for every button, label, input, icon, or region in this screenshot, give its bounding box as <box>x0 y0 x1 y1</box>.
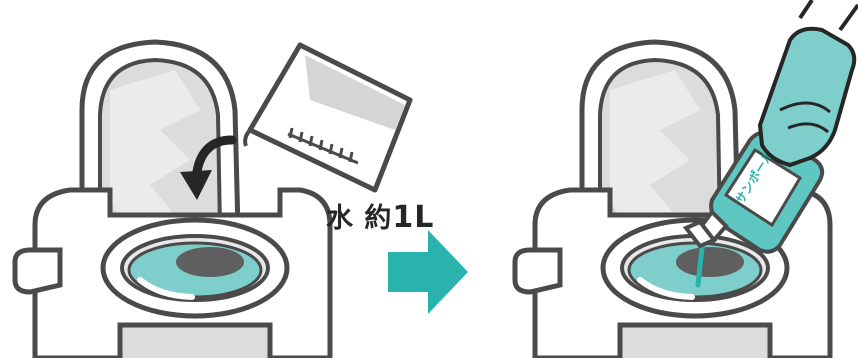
toilet-side-handle <box>15 250 60 292</box>
water-amount-label: 水 約1L <box>326 196 434 235</box>
right-arrow-icon <box>388 230 468 314</box>
bowl-drain <box>176 247 244 277</box>
toilet-base <box>120 325 270 358</box>
glove-cuff-line <box>800 0 812 18</box>
cup-spout <box>245 130 250 146</box>
bowl-drain <box>676 247 744 277</box>
measuring-cup <box>245 45 410 190</box>
water-amount-value: 1L <box>392 200 434 235</box>
glove-hand <box>760 29 854 165</box>
glove-cuff-line <box>840 5 858 30</box>
toilet-base <box>620 325 770 358</box>
toilet-side-handle <box>515 250 560 292</box>
rubber-glove <box>760 0 858 165</box>
water-label-text: 水 約 <box>326 203 392 234</box>
